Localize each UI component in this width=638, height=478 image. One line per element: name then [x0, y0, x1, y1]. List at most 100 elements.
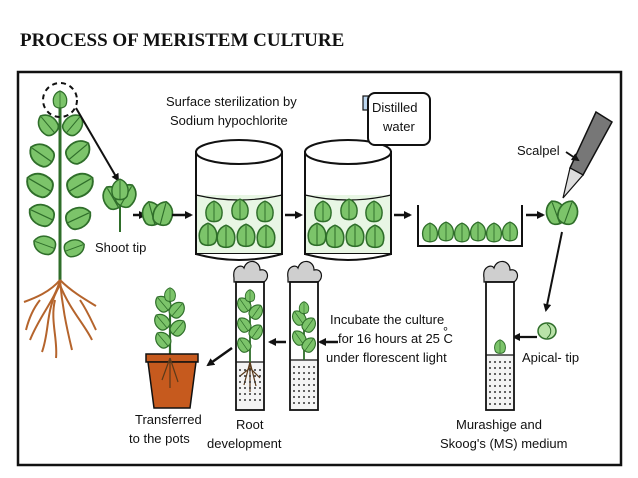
medium-dot	[293, 384, 295, 386]
medium-dot	[293, 390, 295, 392]
medium-dot	[244, 381, 246, 383]
medium-dot	[303, 372, 305, 374]
page-title: PROCESS OF MERISTEM CULTURE	[20, 30, 345, 51]
medium-dot	[489, 385, 491, 387]
medium-dot	[254, 399, 256, 401]
medium-dot	[244, 369, 246, 371]
medium-dot	[489, 403, 491, 405]
medium-dot	[494, 391, 496, 393]
medium-dot	[313, 384, 315, 386]
medium-dot	[313, 378, 315, 380]
medium-dot	[254, 381, 256, 383]
medium-dot	[249, 381, 251, 383]
apical-tip-label: Apical- tip	[522, 350, 579, 365]
medium-dot	[249, 399, 251, 401]
medium-dot	[254, 387, 256, 389]
medium-dot	[499, 367, 501, 369]
diagram-frame	[16, 70, 623, 467]
medium-dot	[249, 369, 251, 371]
medium-dot	[293, 402, 295, 404]
medium-dot	[494, 397, 496, 399]
incubate-label-line3: under florescent light	[326, 350, 447, 365]
medium-dot	[244, 375, 246, 377]
medium-dot	[499, 403, 501, 405]
single-explant	[138, 198, 177, 229]
medium-dot	[298, 402, 300, 404]
sterilization-beaker-2	[304, 139, 392, 261]
medium-dot	[489, 361, 491, 363]
medium-dot	[308, 372, 310, 374]
medium-dot	[298, 378, 300, 380]
medium-dot	[298, 366, 300, 368]
transferred-label-line2: to the pots	[129, 431, 190, 446]
medium-dot	[499, 397, 501, 399]
medium-dot	[494, 367, 496, 369]
medium-dot	[303, 378, 305, 380]
root-development-label-line1: Root	[236, 417, 264, 432]
medium-dot	[509, 373, 511, 375]
medium-dot	[504, 361, 506, 363]
medium-dot	[244, 387, 246, 389]
ms-medium-dots	[489, 361, 511, 405]
medium-dot	[504, 379, 506, 381]
medium-dot	[494, 361, 496, 363]
root-tube-dots	[239, 369, 261, 401]
medium-dot	[298, 396, 300, 398]
medium-dot	[259, 399, 261, 401]
medium-dot	[499, 391, 501, 393]
medium-dot	[489, 373, 491, 375]
medium-dot	[254, 393, 256, 395]
sterilization-label-line1: Surface sterilization by	[166, 94, 297, 109]
medium-dot	[303, 396, 305, 398]
shoot-tip-label: Shoot tip	[95, 240, 146, 255]
distilled-water-label-line2: water	[382, 119, 415, 134]
medium-dot	[259, 381, 261, 383]
medium-dot	[308, 378, 310, 380]
medium-dot	[509, 361, 511, 363]
medium-dot	[249, 375, 251, 377]
medium-dot	[239, 387, 241, 389]
medium-dot	[239, 369, 241, 371]
medium-dot	[504, 403, 506, 405]
shoot-tip-illustration	[97, 178, 142, 232]
medium-dot	[239, 399, 241, 401]
medium-dot	[249, 393, 251, 395]
medium-dot	[308, 366, 310, 368]
medium-dot	[303, 390, 305, 392]
shoot-tip-highlight	[42, 82, 78, 118]
medium-dot	[293, 396, 295, 398]
medium-dot	[313, 402, 315, 404]
arrow-to-apical-tip	[543, 231, 563, 312]
apical-tip-illustration	[537, 322, 557, 340]
arrow-to-shoot-tip	[75, 107, 120, 182]
medium-dot	[303, 384, 305, 386]
medium-dot	[244, 399, 246, 401]
medium-dot	[239, 393, 241, 395]
medium-dot	[504, 385, 506, 387]
medium-dot	[494, 379, 496, 381]
scalpel-illustration	[562, 110, 613, 199]
medium-dot	[509, 385, 511, 387]
mother-plant	[21, 82, 99, 280]
medium-dot	[313, 372, 315, 374]
distilled-water-label-line1: Distilled	[372, 100, 418, 115]
medium-dot	[489, 379, 491, 381]
medium-dot	[244, 393, 246, 395]
medium-dot	[499, 361, 501, 363]
sterilization-label-line2: Sodium hypochlorite	[170, 113, 288, 128]
medium-dot	[313, 366, 315, 368]
medium-dot	[504, 397, 506, 399]
distilled-water-bottle	[362, 92, 431, 146]
ms-medium-tube	[483, 260, 519, 411]
medium-dot	[509, 403, 511, 405]
medium-dot	[494, 385, 496, 387]
medium-dot	[504, 391, 506, 393]
medium-dot	[254, 375, 256, 377]
medium-dot	[489, 367, 491, 369]
incubate-label-line1: Incubate the culture	[330, 312, 444, 327]
medium-dot	[293, 372, 295, 374]
medium-dot	[303, 402, 305, 404]
ms-medium-label-line1: Murashige and	[456, 417, 542, 432]
transferred-label-line1: Transferred	[135, 412, 202, 427]
